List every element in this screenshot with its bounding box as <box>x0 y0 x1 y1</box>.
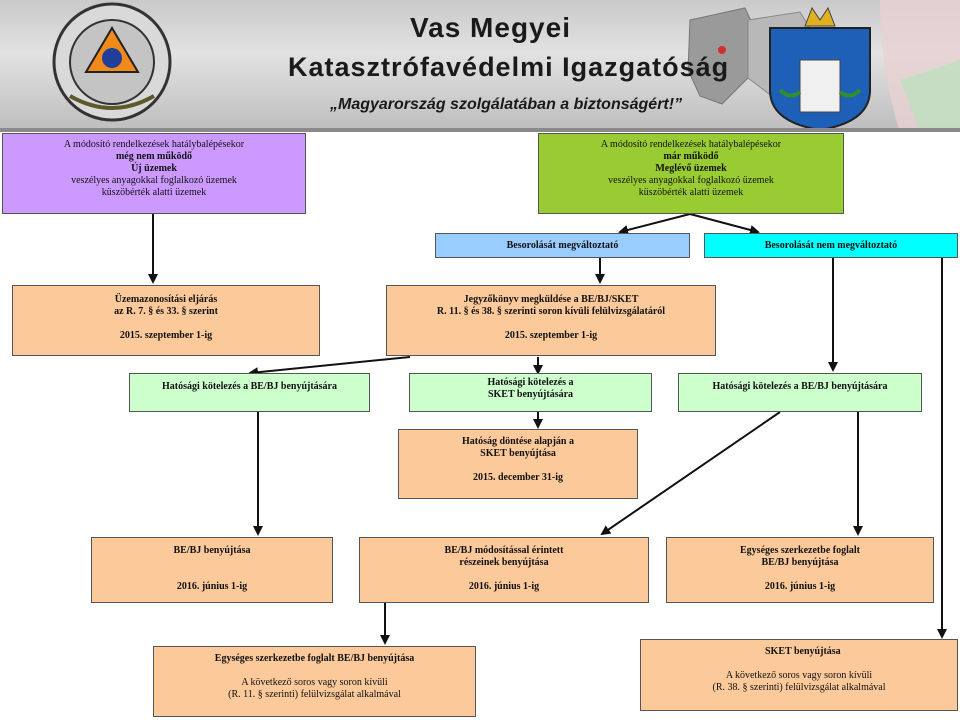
consolidated-bottom-line2: A következő soros vagy soron kívüli <box>241 677 388 688</box>
authority-decision-deadline: 2015. december 31-ig <box>472 472 564 483</box>
authority-bebj-left-box: Hatósági kötelezés a BE/BJ benyújtására <box>129 373 370 412</box>
bebj-parts-deadline: 2016. június 1-ig <box>468 581 540 592</box>
new-plants-line4: veszélyes anyagokkal foglalkozó üzemek <box>71 175 237 186</box>
authority-sket-line2: SKET benyújtására <box>487 389 574 400</box>
protocol-deadline: 2015. szeptember 1-ig <box>504 330 598 341</box>
consolidated-bottom-line1: Egységes szerkezetbe foglalt BE/BJ benyú… <box>214 653 415 664</box>
bebj-parts-box: BE/BJ módosítással érintett részeinek be… <box>359 537 649 603</box>
consolidated-right-line2: BE/BJ benyújtása <box>761 557 839 568</box>
class-not-changing-label: Besorolását nem megváltoztató <box>764 240 898 251</box>
identification-box: Üzemazonosítási eljárás az R. 7. § és 33… <box>12 285 320 356</box>
sket-submit-line3: (R. 38. § szerinti) felülvizsgálat alkal… <box>712 682 886 693</box>
flag-sweep-green <box>900 60 960 132</box>
authority-bebj-right-box: Hatósági kötelezés a BE/BJ benyújtására <box>678 373 922 412</box>
identification-deadline: 2015. szeptember 1-ig <box>119 330 213 341</box>
identification-line2: az R. 7. § és 33. § szerint <box>114 306 218 317</box>
new-plants-line2: még nem működő <box>115 151 193 162</box>
new-plants-line1: A módosító rendelkezések hatálybalépések… <box>63 139 245 150</box>
consolidated-right-deadline: 2016. június 1-ig <box>764 581 836 592</box>
bebj-parts-line1: BE/BJ módosítással érintett <box>444 545 564 556</box>
new-plants-line5: küszöbérték alatti üzemek <box>101 187 207 198</box>
consolidated-bottom-box: Egységes szerkezetbe foglalt BE/BJ benyú… <box>153 646 476 717</box>
identification-line1: Üzemazonosítási eljárás <box>114 294 218 305</box>
bebj-submit-deadline: 2016. június 1-ig <box>176 581 248 592</box>
header-motto: „Magyarország szolgálatában a biztonságé… <box>330 96 683 113</box>
header-title-line2: Katasztrófavédelmi Igazgatóság <box>288 52 730 82</box>
class-changing-box: Besorolását megváltoztató <box>435 233 690 258</box>
consolidated-bottom-line3: (R. 11. § szerinti) felülvizsgálat alkal… <box>228 689 401 700</box>
consolidated-right-box: Egységes szerkezetbe foglalt BE/BJ benyú… <box>666 537 934 603</box>
consolidated-right-line1: Egységes szerkezetbe foglalt <box>740 545 860 556</box>
arrow-existing-to-changing <box>618 213 691 235</box>
arrow-authority-right-to-parts <box>600 411 781 536</box>
existing-plants-line4: veszélyes anyagokkal foglalkozó üzemek <box>608 175 774 186</box>
existing-plants-box: A módosító rendelkezések hatálybalépések… <box>538 133 844 214</box>
bebj-parts-line2: részeinek benyújtása <box>459 557 549 568</box>
arrow-protocol-to-authority-left <box>248 356 411 378</box>
existing-plants-line3: Meglévő üzemek <box>655 163 727 174</box>
sket-submit-line1: SKET benyújtása <box>765 646 841 657</box>
authority-sket-box: Hatósági kötelezés a SKET benyújtására <box>409 373 652 412</box>
sket-submit-line2: A következő soros vagy soron kívüli <box>725 670 873 681</box>
header-banner: Vas Megyei Katasztrófavédelmi Igazgatósá… <box>0 0 960 132</box>
bebj-submit-line1: BE/BJ benyújtása <box>173 545 251 556</box>
arrow-existing-to-notchanging <box>689 213 760 235</box>
header-title-line1: Vas Megyei <box>410 12 571 43</box>
class-changing-label: Besorolását megváltoztató <box>506 240 619 251</box>
authority-bebj-right-label: Hatósági kötelezés a BE/BJ benyújtására <box>712 381 888 392</box>
protocol-line1: Jegyzőkönyv megküldése a BE/BJ/SKET <box>463 294 639 305</box>
existing-plants-line2: már működő <box>663 151 719 162</box>
protocol-box: Jegyzőkönyv megküldése a BE/BJ/SKET R. 1… <box>386 285 716 356</box>
authority-bebj-left-label: Hatósági kötelezés a BE/BJ benyújtására <box>162 381 337 392</box>
existing-plants-line1: A módosító rendelkezések hatálybalépések… <box>600 139 782 150</box>
authority-decision-line1: Hatóság döntése alapján a <box>462 436 574 447</box>
authority-decision-box: Hatóság döntése alapján a SKET benyújtás… <box>398 429 638 499</box>
new-plants-line3: Új üzemek <box>131 163 177 174</box>
location-marker-icon <box>718 46 726 54</box>
bebj-submit-box: BE/BJ benyújtása 2016. június 1-ig <box>91 537 333 603</box>
protocol-line2: R. 11. § és 38. § szerinti soron kívüli … <box>436 306 666 317</box>
authority-decision-line2: SKET benyújtása <box>480 448 556 459</box>
class-not-changing-box: Besorolását nem megváltoztató <box>704 233 958 258</box>
new-plants-box: A módosító rendelkezések hatálybalépések… <box>2 133 306 214</box>
authority-sket-line1: Hatósági kötelezés a <box>487 377 574 388</box>
disaster-management-emblem <box>52 2 172 122</box>
header-divider <box>0 128 960 132</box>
sket-submit-box: SKET benyújtása A következő soros vagy s… <box>640 639 958 711</box>
existing-plants-line5: küszöbérték alatti üzemek <box>638 187 744 198</box>
